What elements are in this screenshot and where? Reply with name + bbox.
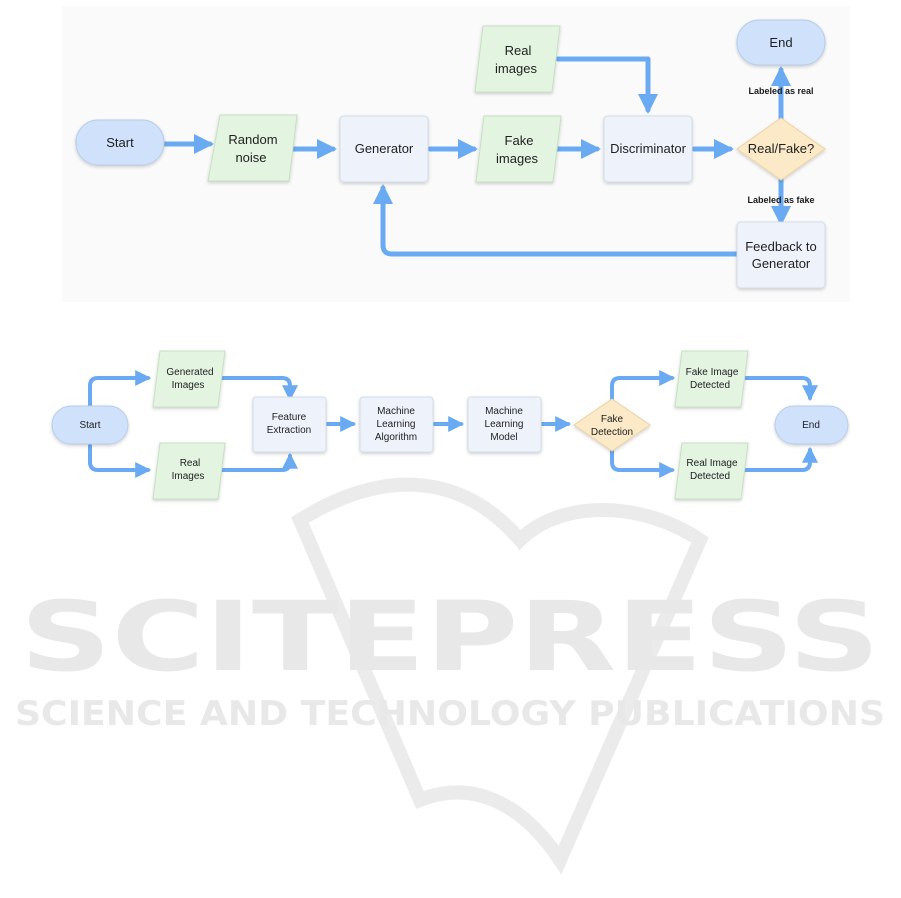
node-generated-images	[152, 350, 226, 408]
node-real-images-1	[474, 25, 561, 93]
edge-decision-to-fake-detected	[610, 370, 676, 402]
diagram1-panel	[62, 6, 850, 302]
node-start-2-label: Start	[79, 420, 100, 431]
node-fake-detection	[573, 398, 651, 452]
node-feedback	[736, 221, 826, 289]
node-discriminator	[603, 115, 693, 183]
node-feature-extraction-label-1: Feature	[272, 412, 307, 423]
node-fake-image-detected	[674, 350, 749, 408]
node-end-2-label: End	[802, 420, 820, 431]
node-generator	[339, 115, 429, 183]
node-real-image-detected	[674, 442, 749, 500]
node-start-1-label: Start	[106, 135, 134, 150]
node-fake-image-detected-label-1: Fake Image	[686, 367, 739, 378]
watermark-subtitle: SCIENCE AND TECHNOLOGY PUBLICATIONS	[15, 694, 885, 734]
edge-feedback-to-generator	[373, 184, 740, 257]
node-real-images-2-label-2: Images	[172, 471, 205, 482]
node-start-2	[51, 405, 129, 445]
node-fake-images-label-1: Fake	[505, 133, 534, 148]
node-feature-extraction	[252, 396, 327, 453]
node-real-images-1-label-2: images	[495, 61, 537, 76]
node-decision-1-label: Real/Fake?	[748, 141, 814, 156]
node-ml-model-label-3: Model	[490, 432, 517, 443]
node-decision-1	[736, 117, 826, 181]
node-generated-images-label-1: Generated	[166, 367, 213, 378]
node-ml-algorithm-label-1: Machine	[377, 406, 415, 417]
node-start-1	[75, 119, 165, 166]
watermark: SCITEPRESS SCIENCE AND TECHNOLOGY PUBLIC…	[15, 477, 885, 875]
node-real-image-detected-label-2: Detected	[690, 471, 730, 482]
diagram2-edges	[88, 370, 818, 478]
node-ml-model	[467, 396, 542, 453]
edge-start2-to-real	[88, 444, 152, 478]
edge-real-detected-to-end	[744, 446, 818, 472]
node-fake-detection-label-2: Detection	[591, 427, 633, 438]
watermark-title: SCITEPRESS	[20, 581, 880, 693]
node-generated-images-label-2: Images	[172, 380, 205, 391]
node-discriminator-label: Discriminator	[610, 141, 687, 156]
edge-start2-to-generated	[88, 370, 152, 408]
node-ml-algorithm-label-2: Learning	[377, 419, 416, 430]
edge-label-real: Labeled as real	[748, 86, 813, 96]
node-fake-images	[475, 115, 562, 183]
node-real-images-2	[152, 442, 226, 500]
node-real-image-detected-label-1: Real Image	[686, 458, 738, 469]
edge-real-to-feature	[220, 452, 298, 472]
edge-real-to-discriminator	[555, 56, 658, 114]
node-ml-algorithm-label-3: Algorithm	[375, 432, 417, 443]
node-end-1-label: End	[769, 35, 792, 50]
node-real-images-1-label-1: Real	[505, 43, 532, 58]
node-feedback-label-2: Generator	[752, 256, 811, 271]
node-ml-model-label-2: Learning	[485, 419, 524, 430]
node-fake-detection-label-1: Fake	[601, 414, 624, 425]
node-ml-algorithm	[359, 396, 434, 453]
diagram1-edges	[161, 56, 791, 257]
node-feedback-label-1: Feedback to	[745, 239, 817, 254]
node-random-noise-label-2: noise	[235, 150, 266, 165]
node-fake-image-detected-label-2: Detected	[690, 380, 730, 391]
node-random-noise	[207, 114, 298, 182]
node-end-2	[774, 405, 849, 445]
watermark-book-logo	[291, 477, 709, 875]
node-ml-model-label-1: Machine	[485, 406, 523, 417]
node-end-1	[736, 19, 826, 66]
edge-decision-to-real-detected	[610, 448, 676, 478]
edge-generated-to-feature	[220, 376, 298, 402]
edge-label-fake: Labeled as fake	[747, 195, 814, 205]
node-random-noise-label-1: Random	[228, 132, 277, 147]
node-real-images-2-label-1: Real	[180, 458, 201, 469]
node-fake-images-label-2: images	[496, 151, 538, 166]
node-feature-extraction-label-2: Extraction	[267, 425, 311, 436]
node-generator-label: Generator	[355, 141, 414, 156]
edge-fake-detected-to-end	[744, 376, 818, 402]
